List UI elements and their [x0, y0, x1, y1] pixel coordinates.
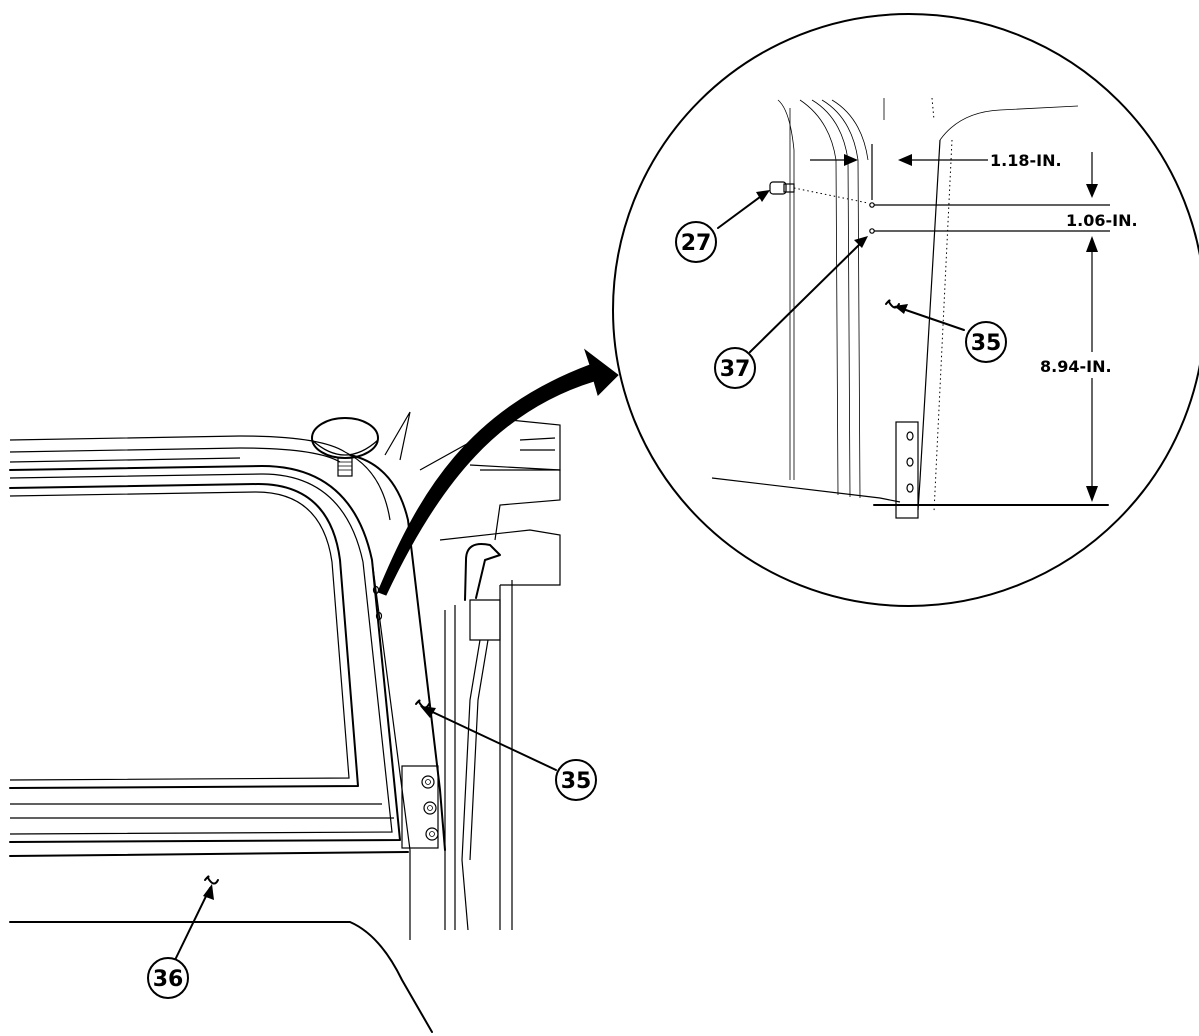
hinge-bolt-2	[423, 801, 437, 815]
callout-36: 36	[147, 957, 189, 999]
leader-35-detail-head	[894, 304, 908, 314]
door-frame-outer	[9, 465, 401, 843]
detail-view: 1.18-IN. 1.06-IN. 8.94-IN.	[612, 13, 1199, 607]
detail-hinge-hole-3	[906, 483, 914, 493]
interior-shelf-low	[439, 529, 561, 560]
roof-lamp-stud	[337, 457, 353, 477]
roof-edge-outer	[9, 435, 346, 453]
leader-27-head	[756, 190, 770, 202]
detail-sill-line	[711, 477, 901, 503]
main-view	[9, 411, 561, 1033]
dim-1-18-label: 1.18-IN.	[990, 151, 1062, 170]
interior-panel-left	[444, 605, 456, 930]
hinge-bolt-3-center	[429, 831, 435, 837]
interior-panel-right	[499, 560, 561, 930]
detail-hinge-hole-1	[906, 431, 914, 441]
roof-edge-inner	[9, 457, 241, 463]
hinge-bolt-2-center	[427, 805, 433, 811]
callout-36-label: 36	[153, 967, 184, 992]
hinge-bolt-1	[421, 775, 435, 789]
dim-1-18-arrow-right-head	[898, 154, 912, 166]
leader-37-head	[854, 236, 868, 248]
detail-hinge-hole-2	[906, 457, 914, 467]
detail-pillar-curve-4	[831, 99, 869, 161]
detail-pillar-edge-2	[777, 99, 795, 480]
item-36-squiggle	[204, 875, 219, 885]
bolt-27-graphic	[769, 181, 869, 204]
leader-35-main-head	[420, 706, 436, 718]
callout-27: 27	[675, 221, 717, 263]
callout-36-circle	[147, 957, 189, 999]
leader-36-head	[203, 884, 214, 900]
roof-bracket-flag	[384, 411, 411, 461]
callout-35-main-label: 35	[561, 769, 592, 794]
callout-37-label: 37	[720, 357, 751, 382]
callout-37-circle	[714, 347, 756, 389]
hinge-bolt-3	[425, 827, 439, 841]
cable-hook	[464, 543, 501, 601]
roof-lamp-thread	[338, 461, 352, 471]
detail-pillar-curve-3	[821, 99, 861, 499]
detail-pointer-arrow	[377, 348, 619, 596]
dim-1-06-arrow-head	[1086, 184, 1098, 198]
roof-lamp-base	[311, 439, 379, 456]
cable-clamp	[469, 599, 501, 641]
callout-37: 37	[714, 347, 756, 389]
door-belt-line	[9, 851, 409, 857]
interior-shelf-mid	[469, 464, 561, 541]
callout-35-main-circle	[555, 759, 597, 801]
dim-8-94-label: 8.94-IN.	[1040, 357, 1112, 376]
roof-edge-mid	[9, 447, 341, 463]
detail-panel-left-edge	[917, 139, 941, 511]
window-glass-inner	[9, 491, 350, 781]
dim-8-94-arrow-bottom	[1086, 486, 1098, 502]
pillar-curve	[344, 451, 391, 521]
detail-hinge-plate	[895, 421, 919, 519]
hinge-plate	[401, 765, 439, 849]
callout-35-detail-label: 35	[971, 331, 1002, 356]
detail-hole-upper	[869, 202, 875, 208]
bolt-27-head	[769, 181, 787, 195]
interior-slot	[519, 437, 556, 451]
dim-8-94-label-bg	[1036, 352, 1146, 378]
bolt-27-path	[793, 187, 869, 204]
hinge-plate-rect	[401, 765, 439, 849]
dim-1-06-label: 1.06-IN.	[1066, 211, 1138, 230]
pillar-right-edge	[349, 454, 446, 851]
detail-circle	[612, 13, 1199, 607]
leader-37	[749, 239, 865, 353]
pillar-hole-lower	[375, 611, 383, 621]
leader-36	[174, 887, 211, 961]
detail-pillar-top-dots	[931, 97, 935, 121]
dim-8-94-arrow-top	[1086, 236, 1098, 252]
cable-run-2	[469, 639, 489, 861]
callout-35-detail-circle	[965, 321, 1007, 363]
leader-35-detail	[899, 307, 965, 331]
dim-1-18-arrow-left-head	[844, 154, 858, 166]
detail-panel-top	[939, 105, 1079, 141]
callout-35-detail: 35	[965, 321, 1007, 363]
hinge-bolt-1-center	[425, 779, 431, 785]
callout-35-main: 35	[555, 759, 597, 801]
lower-body-edge	[9, 921, 433, 1033]
leader-35-main	[423, 707, 557, 771]
door-frame-inner-line	[9, 473, 393, 835]
callout-27-circle	[675, 221, 717, 263]
cable-run	[461, 639, 481, 931]
callout-27-label: 27	[681, 231, 712, 256]
detail-hole-lower	[869, 228, 875, 234]
leader-27	[717, 193, 765, 229]
window-glass-outer	[9, 483, 359, 789]
pillar-lower	[371, 559, 411, 940]
